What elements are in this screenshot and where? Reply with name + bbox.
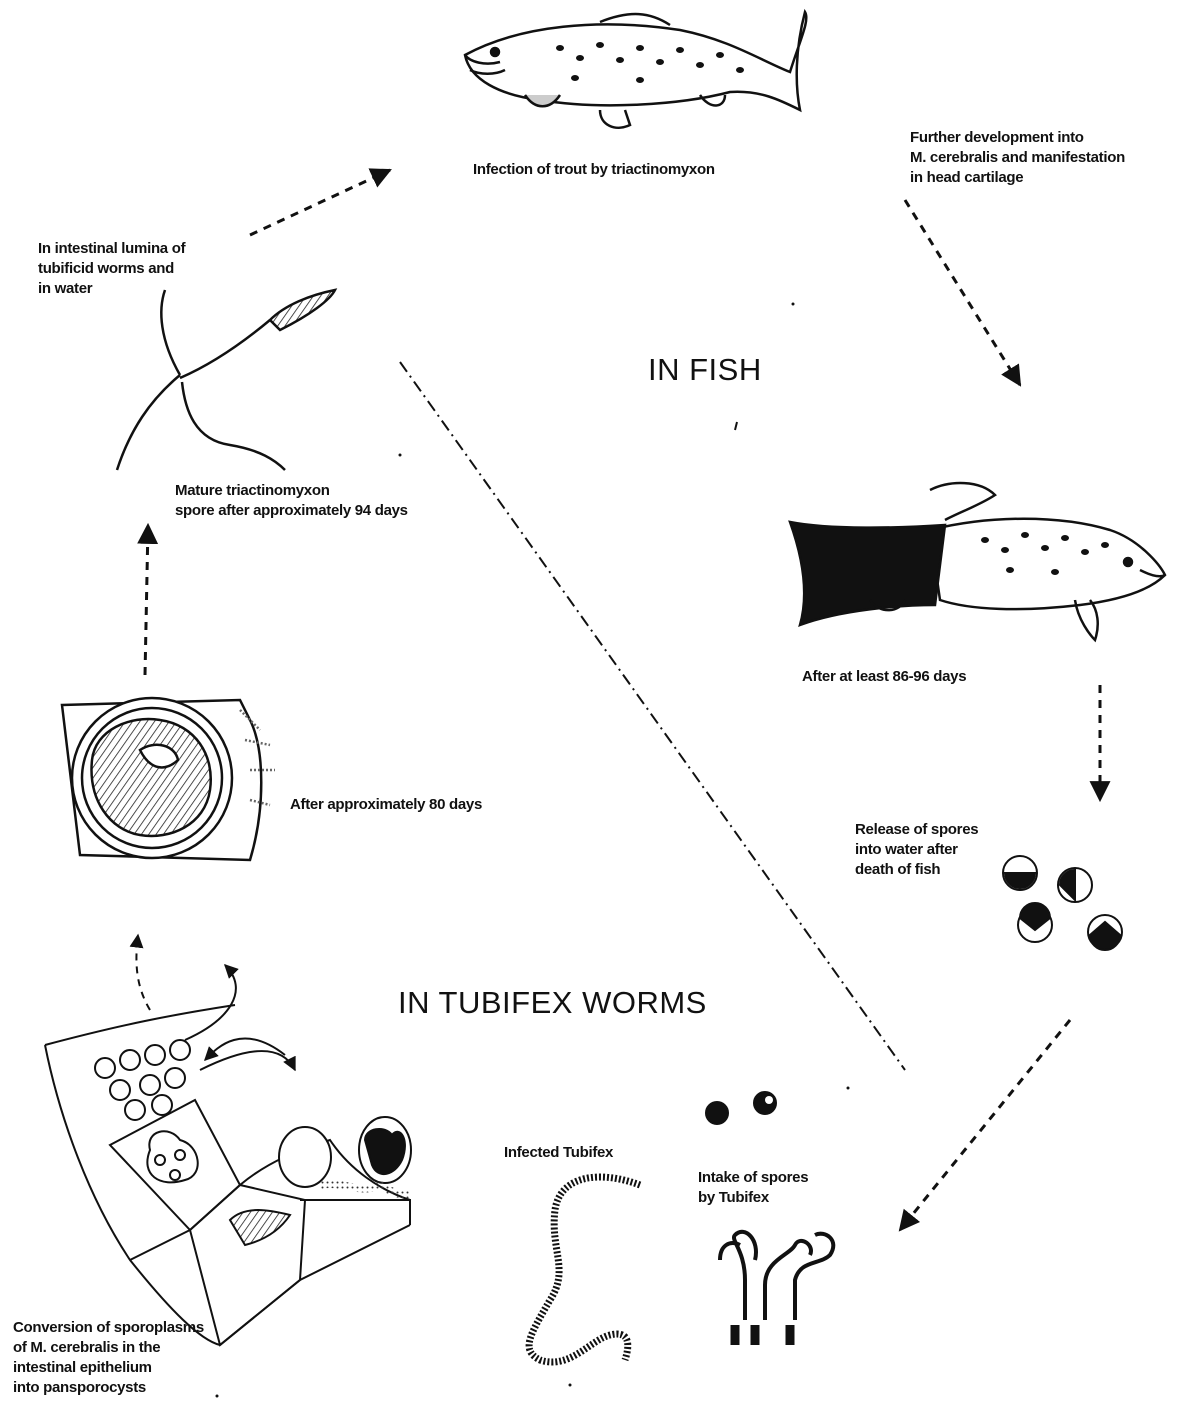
label-further-development: Further development into M. cerebralis a… xyxy=(910,128,1125,188)
label-mature-spore: Mature triactinomyxon spore after approx… xyxy=(175,481,408,521)
released-spores-illustration xyxy=(1003,856,1122,950)
pansporocyst-illustration xyxy=(62,698,275,860)
intestinal-epithelium-illustration xyxy=(45,935,411,1345)
arrow-spore-to-trout xyxy=(250,170,390,235)
intake-spores-illustration xyxy=(706,1092,776,1124)
label-infected-tubifex: Infected Tubifex xyxy=(504,1143,613,1163)
label-release-spores: Release of spores into water after death… xyxy=(855,820,978,880)
label-conversion-sporoplasms: Conversion of sporoplasms of M. cerebral… xyxy=(13,1318,204,1398)
heading-in-tubifex-worms: IN TUBIFEX WORMS xyxy=(398,985,707,1021)
arrow-release-to-intake xyxy=(900,1020,1070,1230)
label-intake-spores: Intake of spores by Tubifex xyxy=(698,1168,808,1208)
speck-marks xyxy=(216,303,850,1398)
label-trout-infection: Infection of trout by triactinomyxon xyxy=(473,160,715,180)
tubifex-group-illustration xyxy=(720,1232,833,1345)
label-after-86-96-days: After at least 86-96 days xyxy=(802,667,966,687)
cycle-arrows xyxy=(145,170,1100,1230)
infected-tubifex-illustration xyxy=(529,1177,640,1362)
host-divider-line xyxy=(400,362,905,1070)
arrow-trout-to-deformed xyxy=(905,200,1020,385)
arrow-pansporocyst-to-spore xyxy=(145,525,148,675)
heading-in-fish: IN FISH xyxy=(648,352,762,388)
trout-infected-illustration xyxy=(465,12,806,128)
triactinomyxon-spore-illustration xyxy=(117,290,335,470)
label-after-80-days: After approximately 80 days xyxy=(290,795,482,815)
label-intestinal-lumina: In intestinal lumina of tubificid worms … xyxy=(38,239,185,299)
trout-deformed-illustration xyxy=(790,483,1165,640)
